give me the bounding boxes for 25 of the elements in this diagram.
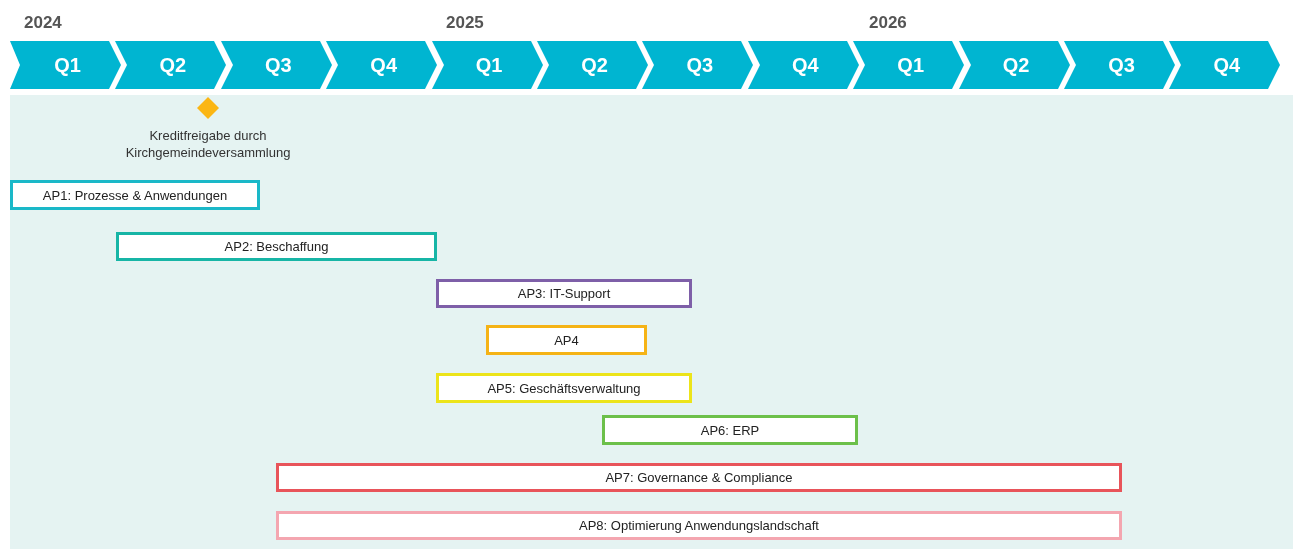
quarter-segment: Q4: [1169, 41, 1281, 89]
work-package-bar: AP5: Geschäftsverwaltung: [436, 373, 692, 403]
work-package-bar: AP7: Governance & Compliance: [276, 463, 1122, 492]
quarter-segment: Q3: [220, 41, 332, 89]
quarter-segment: Q2: [537, 41, 648, 89]
quarter-segment: Q4: [747, 41, 859, 89]
quarter-segment: Q3: [1064, 41, 1175, 89]
quarter-segment: Q1: [431, 41, 543, 89]
work-package-bar: AP6: ERP: [602, 415, 858, 445]
quarter-segment: Q1: [853, 41, 965, 89]
work-package-bar: AP4: [486, 325, 647, 355]
work-package-bar: AP3: IT-Support: [436, 279, 692, 308]
quarter-segment: Q2: [115, 41, 227, 89]
milestone-label: Kreditfreigabe durch Kirchgemeindeversammlung: [124, 128, 292, 162]
milestone-diamond: [197, 97, 219, 119]
quarter-segment: Q4: [326, 41, 438, 89]
quarter-segment: Q3: [642, 41, 754, 89]
work-package-bar: AP2: Beschaffung: [116, 232, 437, 261]
work-package-bar: AP8: Optimierung Anwendungslandschaft: [276, 511, 1122, 540]
year-label: 2026: [869, 13, 907, 33]
year-label: 2025: [446, 13, 484, 33]
quarter-segment: Q1: [10, 41, 121, 89]
year-label: 2024: [24, 13, 62, 33]
quarter-segment: Q2: [958, 41, 1070, 89]
work-package-bar: AP1: Prozesse & Anwendungen: [10, 180, 260, 210]
